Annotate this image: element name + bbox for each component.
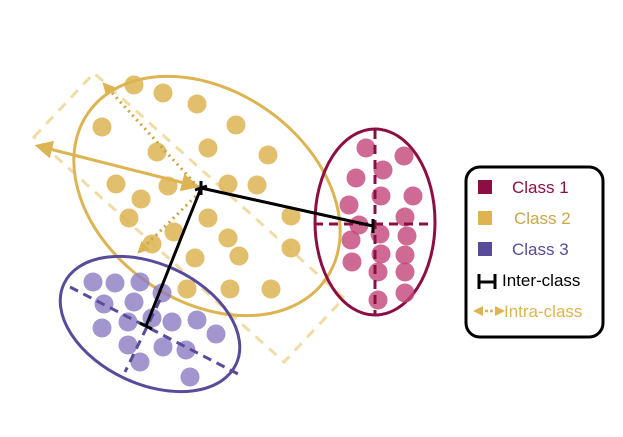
class1-point [341, 230, 361, 250]
legend-label-class-1: Class 1 [512, 178, 569, 197]
class3-point [83, 272, 103, 292]
class3-point [130, 352, 150, 372]
class2-point [124, 75, 144, 95]
class1-point [373, 160, 393, 180]
legend-label-class-2: Class 2 [514, 209, 571, 228]
class2-point [119, 208, 139, 228]
class2-point [226, 115, 246, 135]
class3-point [118, 312, 138, 332]
class2-point [247, 175, 267, 195]
legend-symbol-class-2 [478, 211, 492, 225]
class2-point [218, 174, 238, 194]
inter-class-line-2-1 [200, 186, 374, 228]
class2-point [198, 208, 218, 228]
centroid-tick-2b [194, 184, 208, 192]
intra-class-arrow-minor-2 [137, 190, 202, 254]
class2-point [185, 248, 205, 268]
class2-point [187, 94, 207, 114]
class3-point [92, 318, 112, 338]
intra-class-arrow-major [34, 140, 200, 192]
legend-symbol-inter-class [477, 274, 497, 289]
class-1-ellipse [313, 127, 437, 317]
class1-point [342, 252, 362, 272]
class-3-axis-minor [123, 299, 162, 373]
class-3-axis-major [69, 285, 241, 377]
class2-point [92, 117, 112, 137]
legend-frame [464, 165, 605, 339]
class1-point [395, 262, 415, 282]
legend-symbol-class-3 [478, 242, 492, 256]
class2-point [164, 222, 184, 242]
class2-point [198, 138, 218, 158]
class1-point [403, 186, 423, 206]
class2-point [147, 142, 167, 162]
class3-point [124, 292, 144, 312]
class1-point [356, 138, 376, 158]
class3-point [180, 367, 200, 387]
intra-class-arrow-minor [102, 82, 202, 191]
class2-point [261, 279, 281, 299]
class1-point [368, 262, 388, 282]
inter-class-line-2-3 [144, 187, 203, 327]
class-2-ellipse [72, 74, 342, 318]
class-2-cluster [31, 70, 347, 365]
class1-point [395, 245, 415, 265]
class2-point [229, 246, 249, 266]
legend-label-inter-class: Inter-class [502, 271, 580, 290]
class1-point [368, 290, 388, 310]
class2-point [220, 279, 240, 299]
class-3-cluster [58, 254, 242, 394]
class3-point [206, 324, 226, 344]
class2-point [281, 238, 301, 258]
class3-point [153, 337, 173, 357]
class-3-ellipse [58, 254, 242, 394]
class1-point [346, 168, 366, 188]
class2-point [153, 83, 173, 103]
class2-point [258, 145, 278, 165]
legend: Class 1 Class 2 Class 3 Inter-class Intr… [464, 165, 605, 339]
class1-point [397, 226, 417, 246]
class1-point [394, 146, 414, 166]
class-1-points [339, 138, 423, 310]
class3-point [130, 272, 150, 292]
class3-point [118, 335, 138, 355]
class-2-bounding-box [31, 70, 347, 365]
class1-point [395, 207, 415, 227]
class3-point [105, 273, 125, 293]
class2-point [106, 174, 126, 194]
class1-point [395, 283, 415, 303]
class2-point [131, 189, 151, 209]
inter-class-lines [139, 181, 375, 331]
class3-point [187, 310, 207, 330]
class-1-cluster [313, 127, 437, 317]
legend-symbol-class-1 [478, 180, 492, 194]
class2-point [281, 206, 301, 226]
class3-point [162, 312, 182, 332]
class2-point [218, 228, 238, 248]
class1-point [339, 195, 359, 215]
class2-point [177, 279, 197, 299]
legend-label-class-3: Class 3 [512, 240, 569, 259]
legend-label-intra-class: Intra-class [504, 302, 582, 321]
centroid-tick-3a [139, 321, 153, 331]
